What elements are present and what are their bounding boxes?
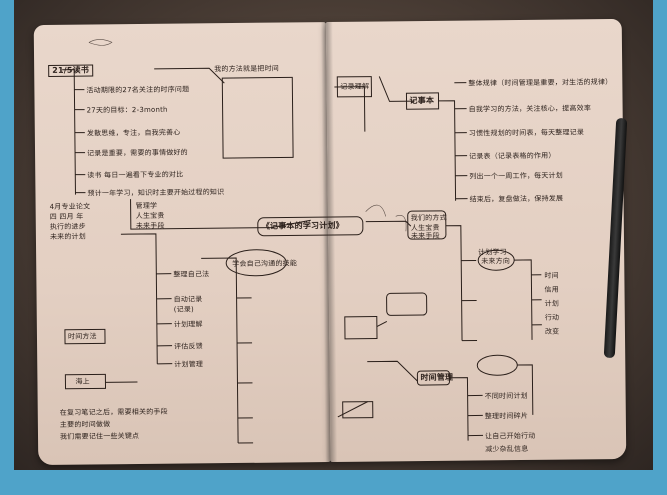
second-item-2: 未来手段 [410, 231, 440, 241]
branch-item-1: 整理自己法 [173, 270, 210, 279]
dates-box-line-1: 4月专业论文 [49, 202, 91, 211]
bottom-item-3: 让自己开始行动 [485, 431, 536, 441]
open-notebook: 21/5读书 我的方法就是把时间 活动期限的27名关注的时序问题 27天的目标：… [33, 18, 629, 466]
bottom-item-1: 不同时间计划 [484, 391, 528, 401]
right-list-3: 习惯性规划的时间表，每天整理记录 [468, 128, 585, 138]
top-note: 我的方法就是把时间 [214, 64, 280, 74]
branch-item-3: (记录) [173, 305, 195, 314]
bottom-note-2: 主要的时间做做 [59, 420, 111, 429]
dates-box-line-2: 四 四月 年 [49, 212, 84, 221]
left-item-1: 活动期限的27名关注的时序问题 [86, 85, 190, 95]
branch-item-6: 计划管理 [174, 360, 204, 369]
root-topic: 21/5读书 [48, 64, 94, 77]
notebook-photo: 21/5读书 我的方法就是把时间 活动期限的27名关注的时序问题 27天的目标：… [14, 0, 653, 470]
left-item-3: 发散思维，专注，自我完善心 [86, 128, 181, 138]
right-list-4: 记录表（记录表格的作用） [469, 151, 556, 161]
bottom-item-4: 减少杂乱信息 [485, 444, 529, 454]
circle-label: 未来方向 [481, 257, 511, 266]
right-list-2: 自我学习的方法，关注核心，提高效率 [468, 104, 592, 114]
left-item-4: 记录是重要，需要的事情做好的 [87, 148, 188, 158]
dates-box-line-3: 执行的进步 [49, 222, 86, 231]
mid-item-1: 管理学 [135, 201, 158, 211]
bottom-note-1: 在复习笔记之后，需要相关的手段 [59, 407, 168, 417]
main-node: 记事本 [409, 95, 435, 106]
left-item-2: 27天的目标：2-3month [86, 105, 168, 115]
center-box: 学会自己沟通的技能 [232, 259, 298, 269]
bottom-box-2: 海上 [75, 377, 90, 386]
right-item-4: 行动 [544, 313, 560, 322]
left-item-6: 预计一年学习，知识时主要开始过程的知识 [87, 188, 225, 198]
bottom-node: 时间管理 [420, 372, 454, 383]
branch-item-4: 计划理解 [173, 320, 203, 329]
dates-box-line-4: 未来的计划 [49, 232, 86, 241]
right-item-3: 计划 [544, 299, 560, 308]
left-item-5: 读书 每日一遍看下专业的对比 [87, 170, 184, 180]
bottom-item-2: 整理时间碎片 [484, 411, 529, 421]
third-node: 计划学习 [478, 248, 507, 257]
branch-item-5: 评估反馈 [174, 342, 203, 351]
right-item-5: 改变 [544, 327, 560, 336]
second-node: 我们的方式 [410, 213, 447, 223]
right-list-6: 结束后，复盘做法，保持发展 [469, 194, 564, 204]
mind-map-lines [62, 39, 542, 444]
mid-item-3: 未来手段 [135, 221, 165, 231]
right-list-1: 整体规律（时间管理是重要，对生活的规律） [468, 78, 613, 88]
top-box: 记录理解 [340, 82, 370, 91]
bottom-box-1: 时间方法 [67, 332, 97, 341]
branch-item-2: 自动记录 [173, 295, 203, 304]
right-list-5: 列出一个一周工作，每天计划 [469, 171, 563, 181]
mid-item-2: 人生宝贵 [135, 211, 165, 221]
right-item-1: 时间 [544, 271, 559, 280]
bottom-note-3: 我们需要记住一些关键点 [59, 432, 140, 441]
right-item-2: 信用 [544, 285, 559, 294]
main-topic: 《记事本的学习计划》 [261, 220, 344, 231]
